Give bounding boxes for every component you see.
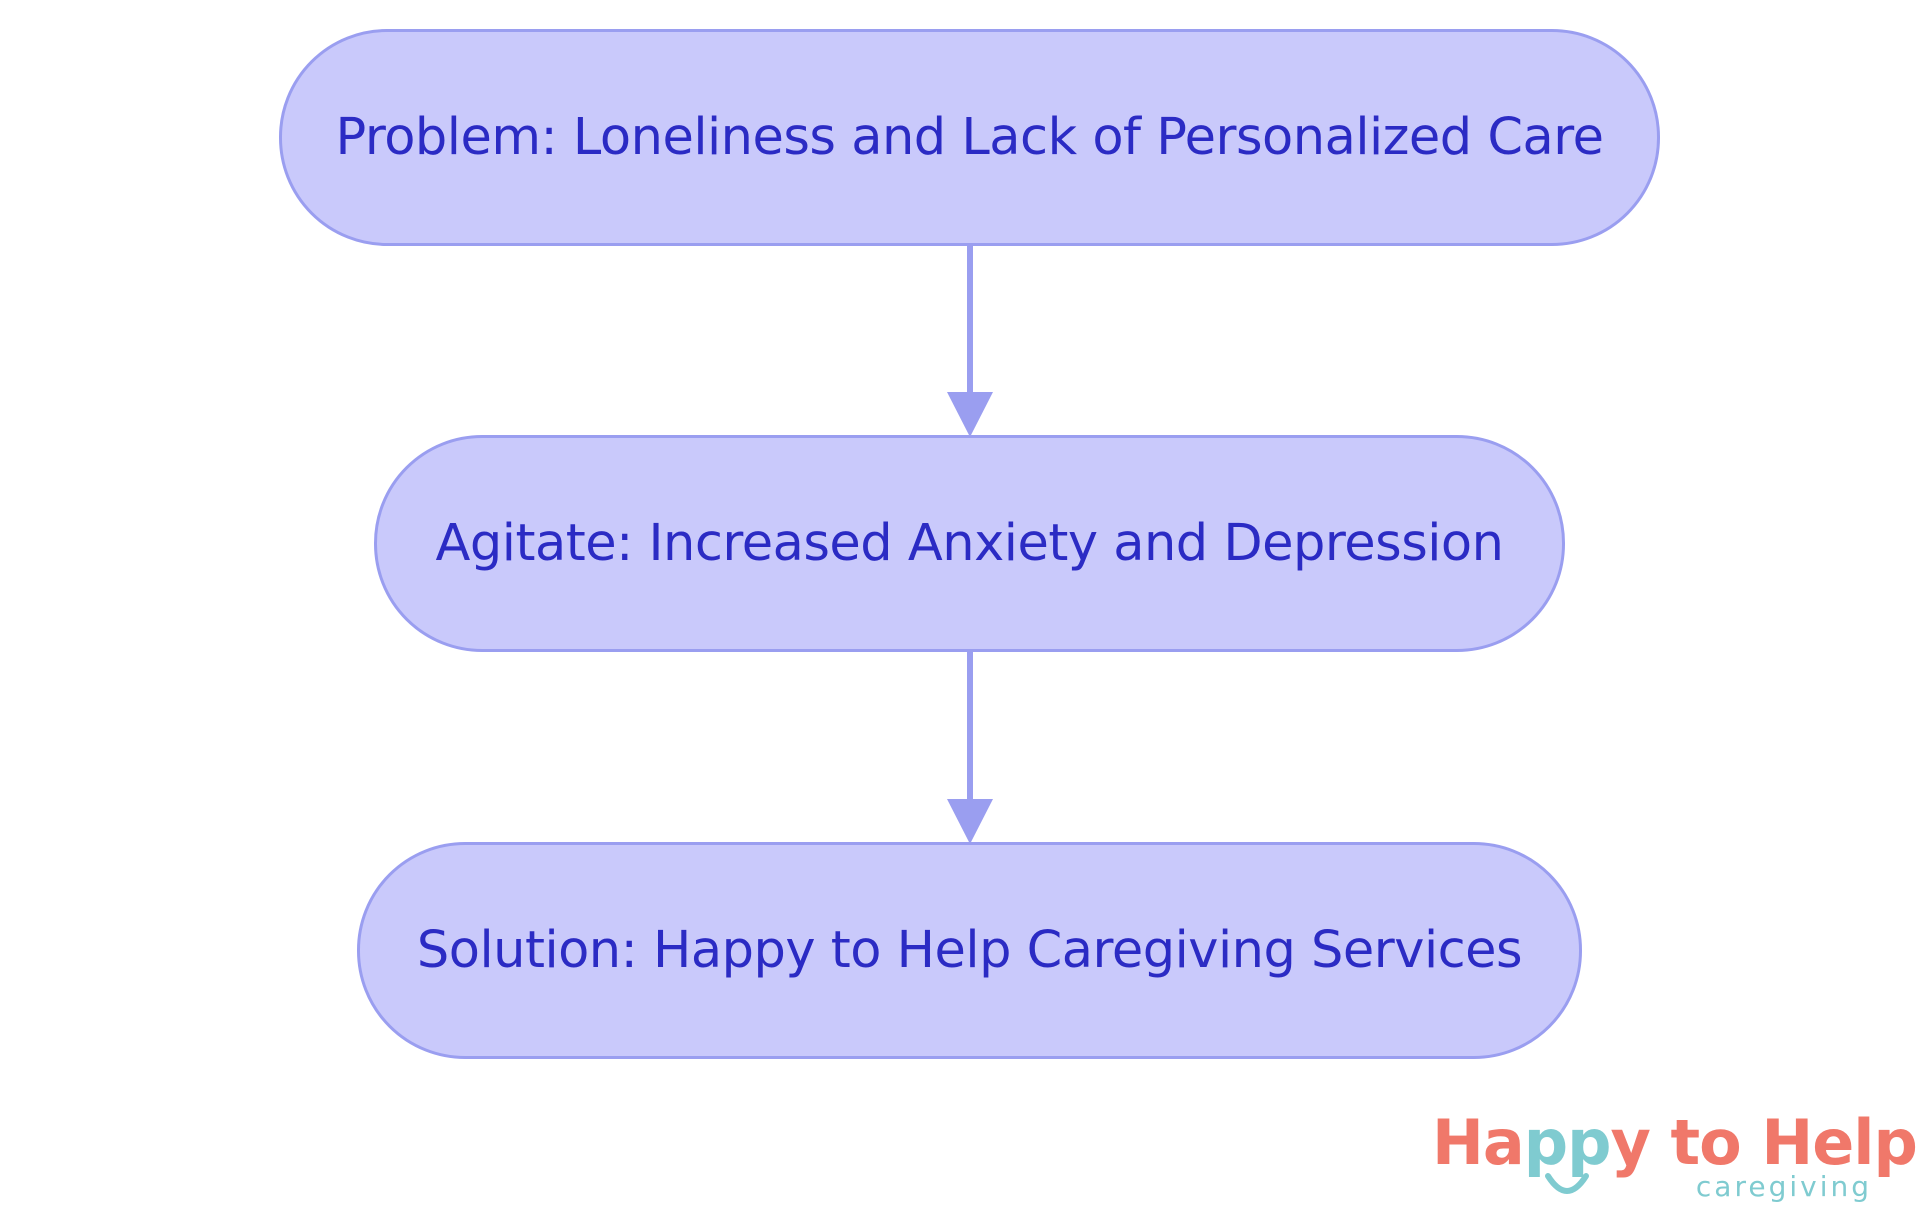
logo-tagline: caregiving (1695, 1170, 1872, 1203)
smile-icon (1545, 1173, 1589, 1194)
edge-problem-to-agitate (947, 246, 993, 437)
logo-word-happy-pp: pp (1523, 1106, 1612, 1179)
node-solution: Solution: Happy to Help Caregiving Servi… (357, 842, 1582, 1059)
arrowhead-icon (947, 799, 993, 844)
logo-wordmark: Happy to Help (1432, 1112, 1918, 1174)
logo-word-to-help: to Help (1670, 1106, 1918, 1179)
node-agitate-label: Agitate: Increased Anxiety and Depressio… (435, 514, 1504, 573)
logo-word-happy-a: Ha (1432, 1106, 1525, 1179)
node-problem-label: Problem: Loneliness and Lack of Personal… (335, 108, 1604, 167)
node-problem: Problem: Loneliness and Lack of Personal… (279, 29, 1660, 246)
arrowhead-icon (947, 392, 993, 437)
brand-logo: Happy to Help caregiving (1432, 1112, 1918, 1212)
edge-agitate-to-solution (947, 652, 993, 844)
node-agitate: Agitate: Increased Anxiety and Depressio… (374, 435, 1565, 652)
logo-word-happy-y: y (1610, 1106, 1651, 1179)
node-solution-label: Solution: Happy to Help Caregiving Servi… (416, 921, 1523, 980)
